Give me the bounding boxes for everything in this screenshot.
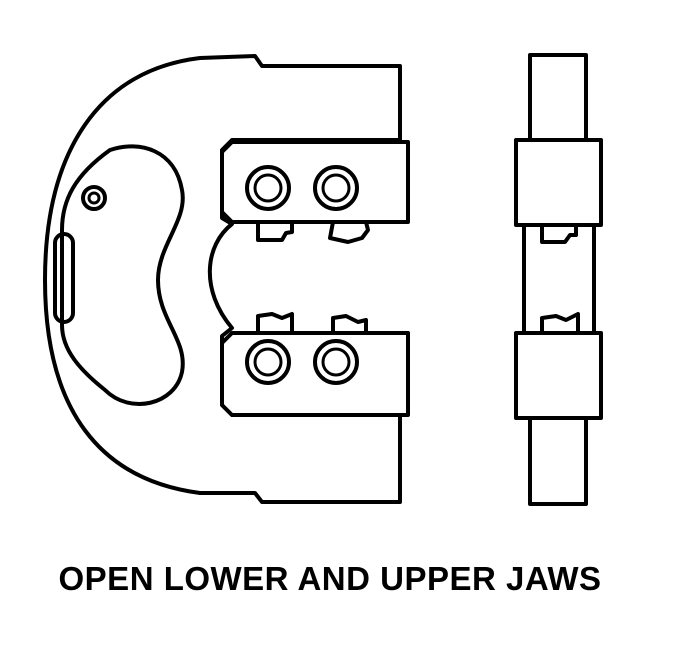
upper-jaw-bolt-2-inner: [323, 175, 349, 201]
c-frame-outer: [45, 56, 400, 502]
lower-die-right: [333, 316, 366, 336]
lower-jaw-bolt-1-inner: [255, 349, 281, 375]
lower-die-left: [258, 314, 292, 336]
pivot-hole-inner: [89, 193, 99, 203]
crimp-tool-diagram: [0, 0, 675, 540]
upper-jaw-bolt-2-outer: [315, 167, 357, 209]
upper-jaw-bolt-1-outer: [247, 167, 289, 209]
pivot-hole-outer: [83, 187, 105, 209]
lower-jaw-bolt-1-outer: [247, 341, 289, 383]
side-top-stem: [530, 55, 586, 143]
lower-jaw-bolt-2-outer: [315, 341, 357, 383]
side-lower-block: [516, 333, 601, 418]
side-lower-die: [542, 314, 578, 333]
upper-die-left: [258, 222, 292, 240]
front-view: [45, 56, 408, 502]
lower-jaw-bolt-2-inner: [323, 349, 349, 375]
lower-jaw: [222, 333, 408, 415]
side-upper-die: [542, 225, 576, 242]
upper-jaw-bolt-1-inner: [255, 175, 281, 201]
side-bottom-stem: [530, 418, 586, 504]
kidney-cutout: [62, 146, 183, 404]
side-view: [516, 55, 601, 504]
side-upper-block: [516, 140, 601, 225]
grip-slot: [55, 234, 73, 322]
upper-die-right: [330, 222, 368, 242]
diagram-caption: OPEN LOWER AND UPPER JAWS: [58, 560, 602, 597]
